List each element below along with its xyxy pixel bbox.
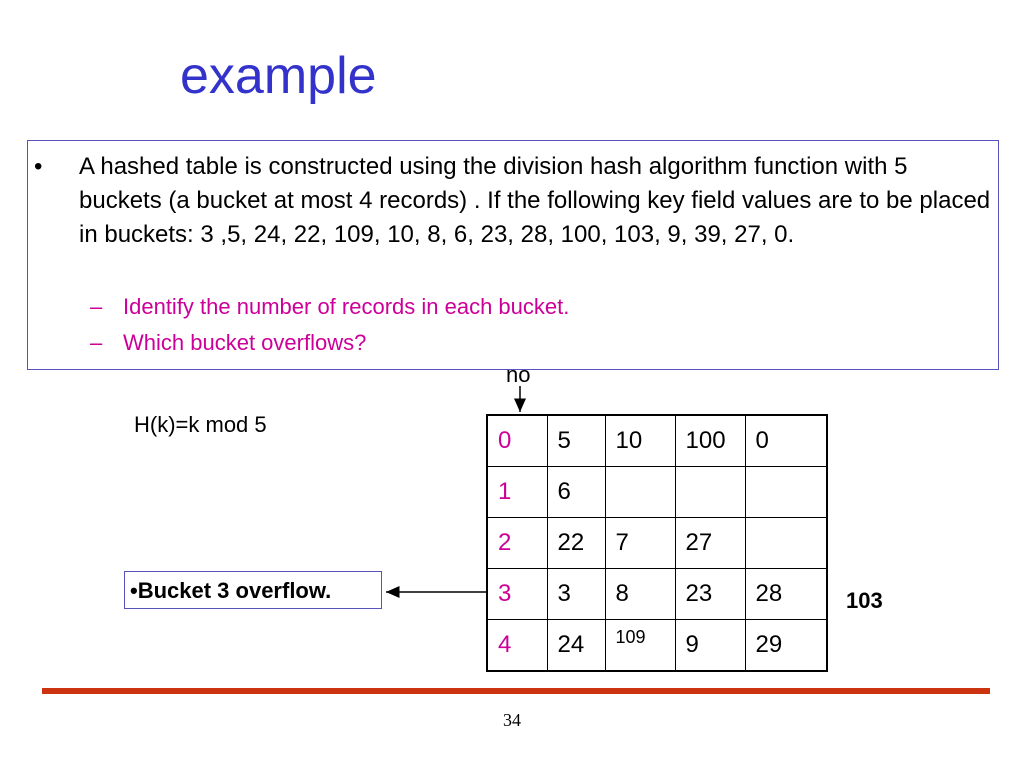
page-number: 34	[503, 710, 521, 730]
bucket-cell: 109	[604, 619, 676, 672]
table-row: 4 24 109 9 29	[486, 619, 828, 672]
bucket-cell: 28	[744, 568, 828, 620]
sub-item-dash: –	[90, 294, 103, 319]
bucket-table: 0 5 10 100 0 1 6 2 22 7 27 3	[486, 414, 828, 672]
table-row: 2 22 7 27	[486, 517, 828, 569]
sub-item-identify: –Identify the number of records in each …	[90, 294, 569, 320]
overflow-annotation: •Bucket 3 overflow.	[124, 571, 382, 609]
table-row: 3 3 8 23 28	[486, 568, 828, 620]
bucket-index: 0	[486, 414, 548, 467]
table-row: 0 5 10 100 0	[486, 414, 828, 467]
slide-title: example	[180, 47, 377, 105]
bucket-cell: 23	[674, 568, 746, 620]
bucket-cell: 7	[604, 517, 676, 569]
bucket-cell: 10	[604, 414, 676, 467]
sub-item-overflow: –Which bucket overflows?	[90, 330, 366, 356]
table-row: 1 6	[486, 466, 828, 518]
bucket-index: 1	[486, 466, 548, 518]
footer-divider	[42, 688, 990, 694]
no-label: no	[506, 362, 531, 387]
bucket-cell: 5	[546, 414, 606, 467]
bucket-cell: 8	[604, 568, 676, 620]
bucket-cell: 0	[744, 414, 828, 467]
bucket-index: 3	[486, 568, 548, 620]
bucket-cell	[674, 466, 746, 518]
bucket-cell: 24	[546, 619, 606, 672]
bucket-cell	[604, 466, 676, 518]
bullet-marker: •	[34, 153, 43, 180]
content-box	[27, 140, 999, 370]
overflow-value: 103	[846, 588, 883, 613]
bucket-cell: 6	[546, 466, 606, 518]
sub-item-text: Identify the number of records in each b…	[123, 294, 570, 319]
bucket-cell: 9	[674, 619, 746, 672]
bucket-cell: 29	[744, 619, 828, 672]
bucket-index: 4	[486, 619, 548, 672]
sub-item-dash: –	[90, 330, 103, 355]
bucket-cell: 22	[546, 517, 606, 569]
bucket-cell: 3	[546, 568, 606, 620]
bucket-cell: 27	[674, 517, 746, 569]
sub-item-text: Which bucket overflows?	[123, 330, 367, 355]
bucket-index: 2	[486, 517, 548, 569]
bucket-cell	[744, 466, 828, 518]
bullet-text: A hashed table is constructed using the …	[79, 153, 991, 248]
bucket-cell	[744, 517, 828, 569]
hash-formula: H(k)=k mod 5	[134, 412, 267, 437]
bucket-cell: 100	[674, 414, 746, 467]
